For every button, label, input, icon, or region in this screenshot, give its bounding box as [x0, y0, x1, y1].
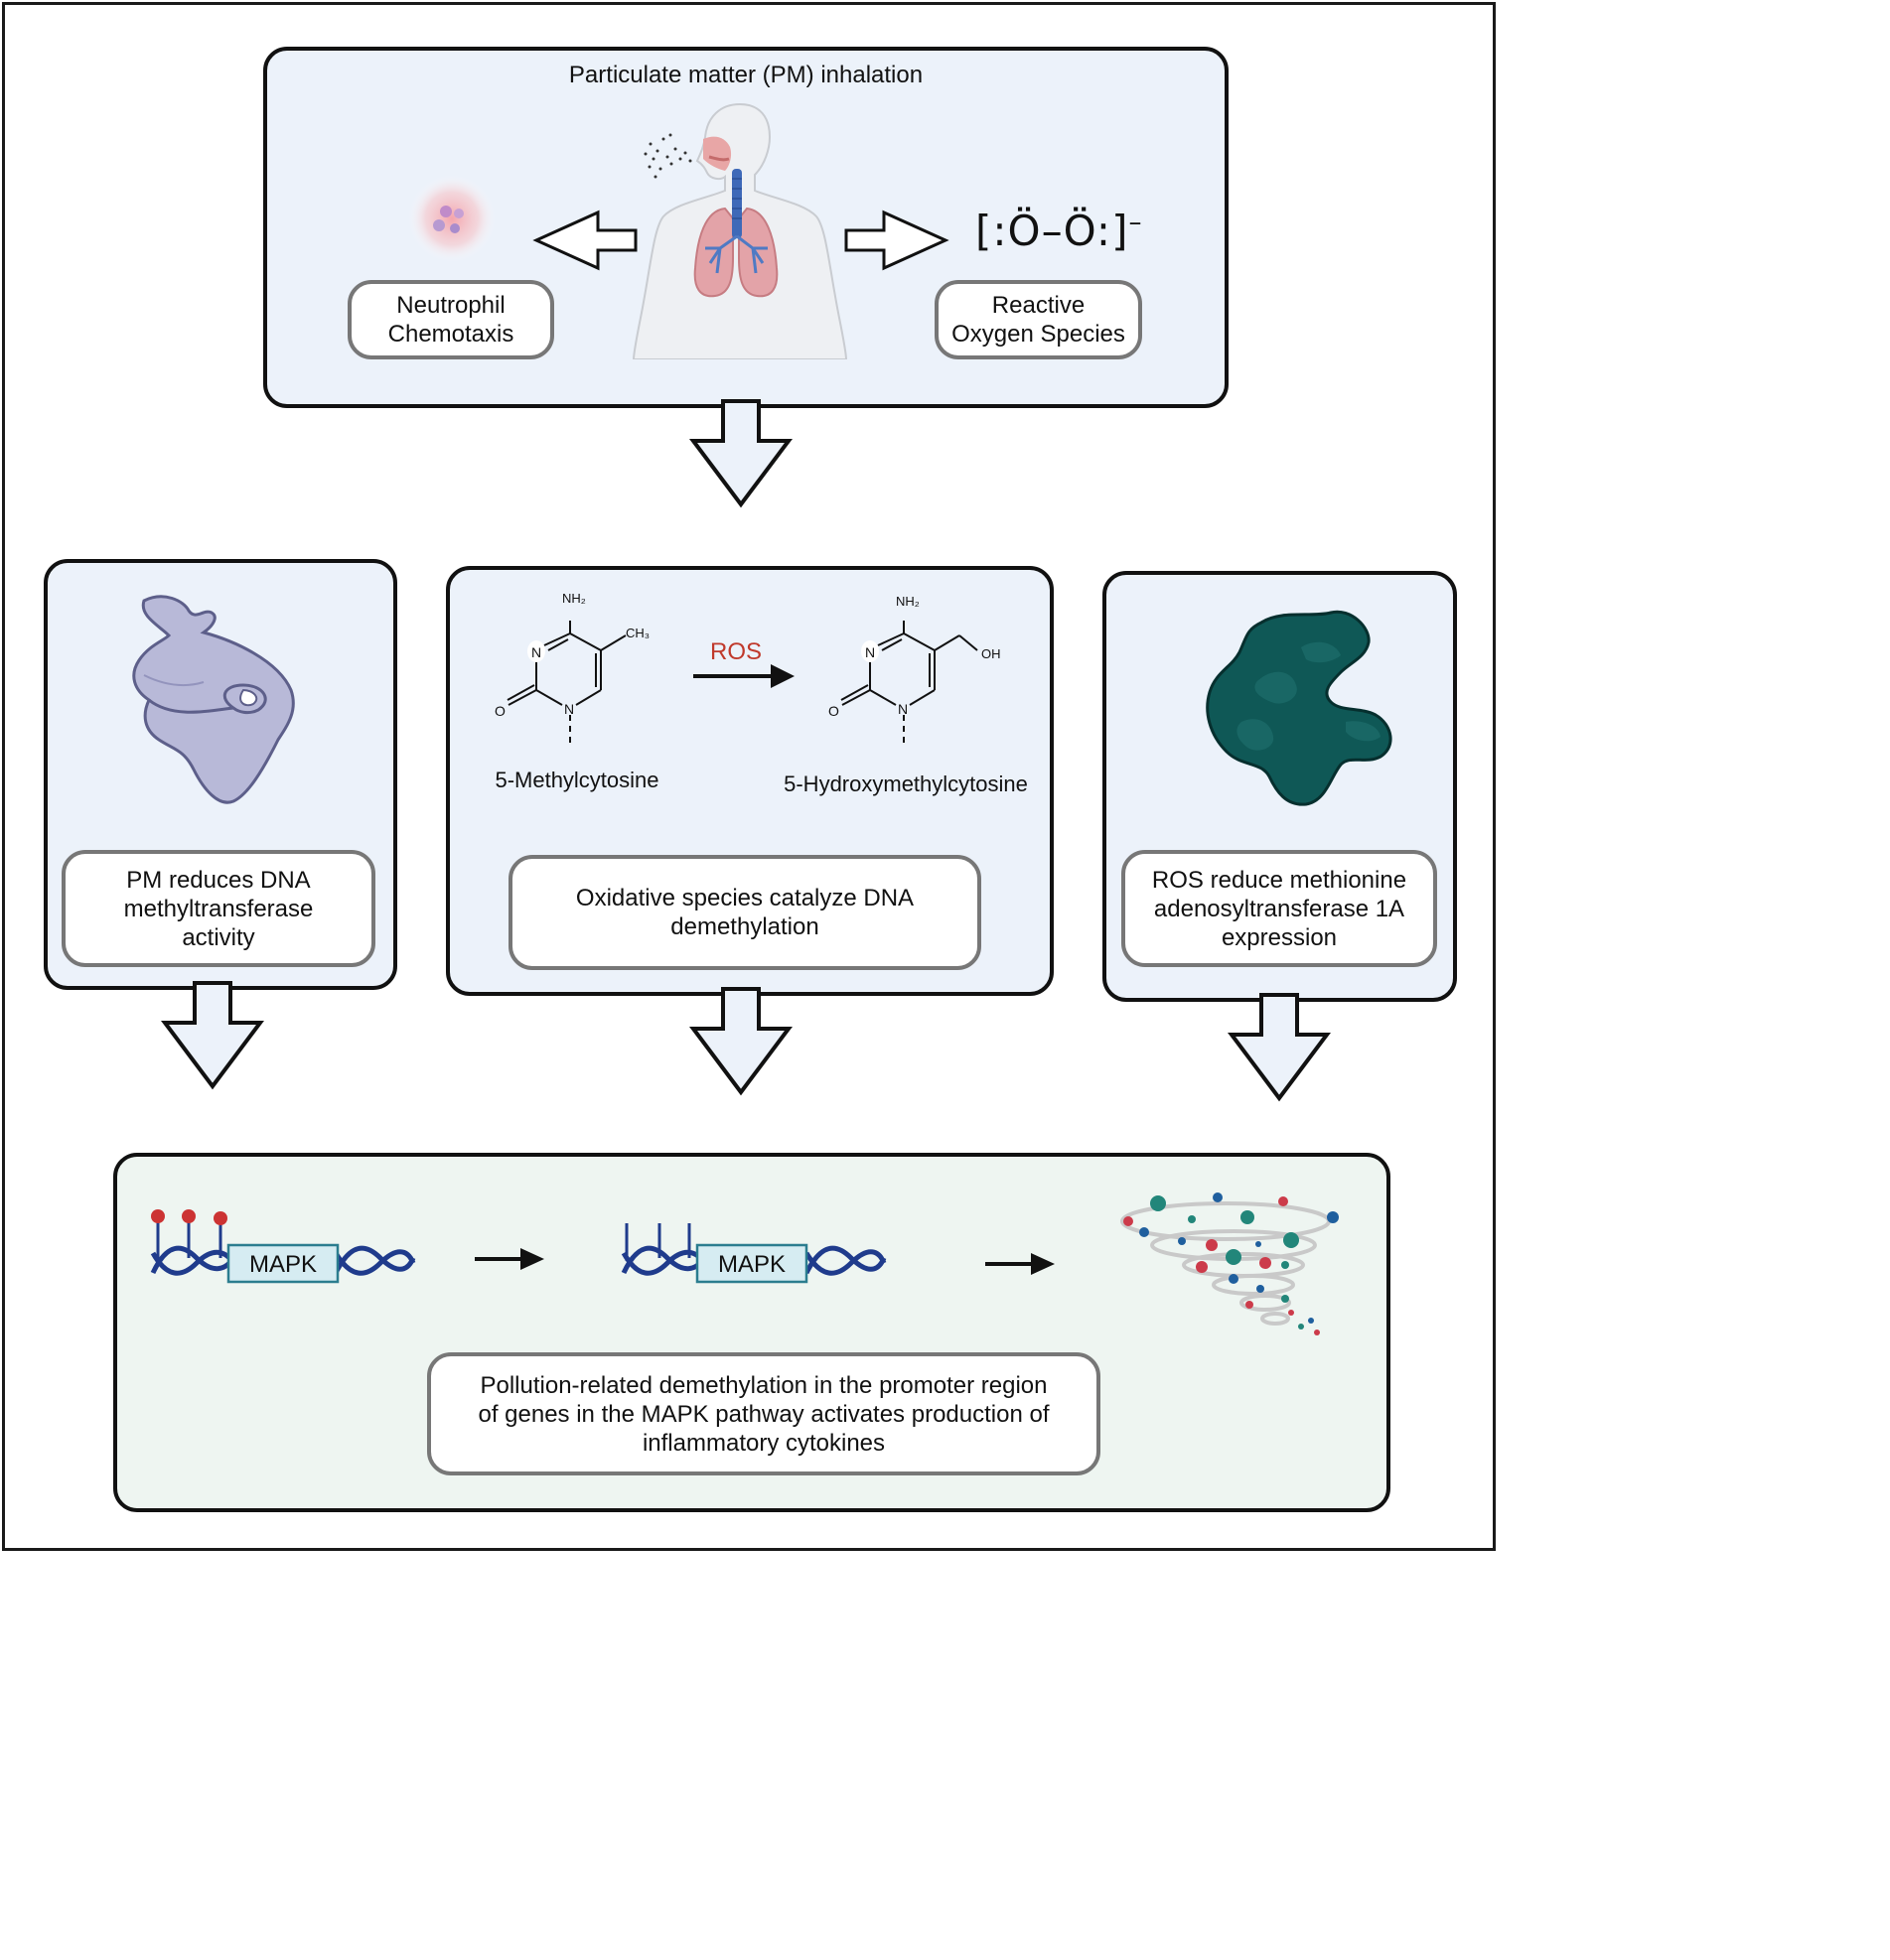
atom-nh2: NH₂ [896, 594, 920, 609]
atom-ch3: CH₃ [626, 626, 650, 640]
label-neutrophil-chemotaxis: Neutrophil Chemotaxis [348, 280, 554, 359]
methylated-dna-icon: MAPK [150, 1209, 416, 1284]
molecule-5mc: NH₂ CH₃ N N O [495, 591, 650, 743]
arrow-down-right-icon [1228, 993, 1331, 1102]
label-mat1a: ROS reduce methionine adenosyltransferas… [1121, 850, 1437, 967]
arrow-down-center-icon [689, 987, 793, 1096]
arrow-bottom-2-icon [985, 1253, 1055, 1275]
panel-title-pm-inhalation: Particulate matter (PM) inhalation [568, 62, 924, 88]
demethylated-dna-icon: MAPK [621, 1223, 887, 1284]
molecule-5mc-name: 5-Methylcytosine [495, 768, 659, 792]
atom-n-ring: N [865, 644, 875, 660]
superoxide-formula-text: [:Ö–Ö:] [975, 207, 1129, 255]
atom-o: O [495, 703, 506, 719]
outer-frame [2, 2, 1496, 1551]
atom-n-ring: N [531, 644, 541, 660]
label-mapk-activation: Pollution-related demethylation in the p… [427, 1352, 1100, 1475]
gene-label-mapk-demethylated: MAPK [718, 1251, 786, 1278]
atom-oh: OH [981, 646, 1001, 661]
molecule-5hmc-name: 5-Hydroxymethylcytosine [784, 771, 1028, 796]
superoxide-formula: [:Ö–Ö:]– [975, 207, 1142, 255]
label-oxidative-demethylation: Oxidative species catalyze DNA demethyla… [509, 855, 981, 970]
atom-n1: N [898, 701, 908, 717]
arrow-right-hollow-icon [844, 210, 949, 271]
atom-n1: N [564, 701, 574, 717]
gene-label-mapk-methylated: MAPK [249, 1251, 317, 1278]
enzyme-mat1a-icon [1206, 610, 1392, 806]
arrow-bottom-1-icon [475, 1248, 544, 1270]
neutrophil-icon [408, 175, 496, 262]
label-dnmt: PM reduces DNA methyltransferase activit… [62, 850, 375, 967]
reaction-arrow-icon [693, 664, 795, 688]
figure-canvas: Particulate matter (PM) inhalation [2, 2, 1496, 1551]
molecule-5hmc: NH₂ OH N N O [828, 594, 1001, 743]
enzyme-dnmt-icon [132, 595, 295, 804]
arrow-left-hollow-icon [532, 210, 638, 271]
arrow-down-left-icon [161, 981, 264, 1090]
ros-arrow-label: ROS [709, 638, 762, 665]
arrow-down-main-icon [689, 399, 793, 508]
cytokine-storm-icon [1120, 1192, 1339, 1335]
superoxide-charge: – [1128, 208, 1143, 237]
human-respiratory-icon [632, 102, 848, 359]
label-reactive-oxygen-species: Reactive Oxygen Species [935, 280, 1142, 359]
atom-o: O [828, 703, 839, 719]
atom-nh2: NH₂ [562, 591, 586, 606]
